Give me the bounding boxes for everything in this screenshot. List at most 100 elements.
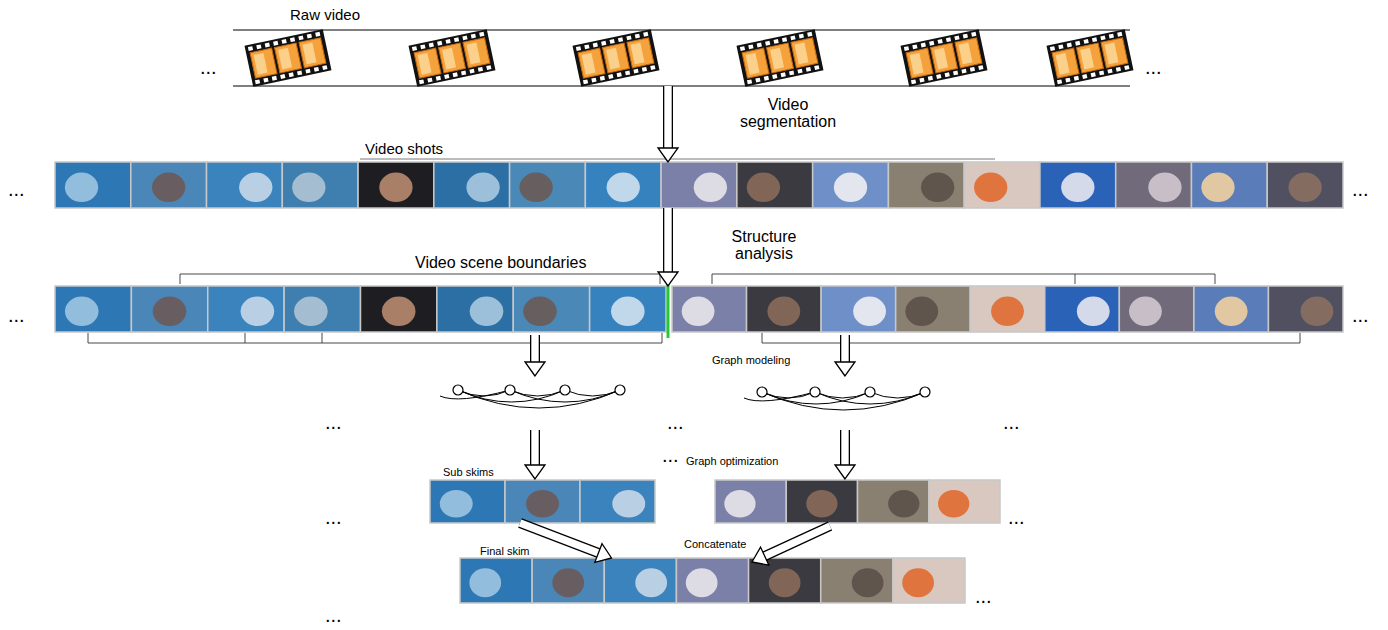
film-frame-light bbox=[770, 48, 784, 70]
film-perforation bbox=[772, 74, 777, 79]
film-frame-light bbox=[746, 53, 760, 75]
film-perforation bbox=[764, 76, 769, 81]
process-arrow bbox=[835, 430, 855, 479]
thumbnail-detail bbox=[292, 173, 325, 202]
film-base bbox=[1047, 29, 1134, 87]
thumbnail bbox=[131, 162, 207, 208]
film-perforation bbox=[591, 78, 596, 83]
thumbnail bbox=[55, 162, 131, 208]
thumbnail-detail bbox=[724, 490, 755, 518]
film-perforation bbox=[272, 76, 277, 81]
film-frame-light bbox=[278, 48, 292, 70]
thumbnail bbox=[358, 162, 434, 208]
film-perforation bbox=[305, 69, 310, 74]
edge-label-box: Structure analysis bbox=[708, 228, 820, 263]
film-perforation bbox=[248, 46, 253, 51]
film-perforation bbox=[1082, 74, 1087, 79]
thumbnail bbox=[1119, 286, 1194, 332]
film-reel-icon bbox=[409, 29, 496, 87]
film-perforation bbox=[1117, 32, 1122, 37]
label-box: ... bbox=[1352, 304, 1369, 326]
film-perforation bbox=[608, 74, 613, 79]
graph-vertex bbox=[615, 385, 625, 395]
film-perforation bbox=[601, 41, 606, 46]
film-perforation bbox=[429, 43, 434, 48]
film-perforation bbox=[963, 34, 968, 39]
graph-edge bbox=[565, 390, 620, 396]
strip-heading: Video shots bbox=[365, 141, 443, 157]
film-frame bbox=[250, 48, 277, 78]
thumbnail-detail bbox=[470, 297, 504, 326]
graph-vertex bbox=[505, 385, 515, 395]
ellipsis: ... bbox=[200, 56, 217, 78]
arrow-head bbox=[595, 544, 612, 563]
film-perforation bbox=[626, 35, 631, 40]
thumbnail-detail bbox=[440, 490, 473, 518]
film-perforation bbox=[280, 74, 285, 79]
film-frame bbox=[906, 48, 933, 78]
film-perforation bbox=[298, 35, 303, 40]
scene-boundary-marker bbox=[667, 282, 670, 338]
film-frame-light bbox=[631, 43, 645, 65]
step-label: Graph optimization bbox=[686, 455, 778, 468]
thumbnail bbox=[929, 480, 1000, 523]
film-perforation bbox=[921, 43, 926, 48]
film-perforation bbox=[1067, 43, 1072, 48]
thumbnail-detail bbox=[519, 173, 552, 202]
film-perforation bbox=[593, 43, 598, 48]
film-perforation bbox=[912, 44, 917, 49]
thumbnail bbox=[361, 286, 437, 332]
label-box: ... bbox=[1145, 56, 1162, 78]
strip-heading: Final skim bbox=[480, 545, 530, 558]
thumbnail-detail bbox=[769, 568, 801, 597]
film-perforation bbox=[297, 70, 302, 75]
thumbnail-detail bbox=[806, 490, 837, 518]
film-frame bbox=[299, 38, 326, 68]
bracket-tick bbox=[322, 333, 323, 343]
sub-skim-thumbnails bbox=[430, 480, 655, 523]
film-perforation bbox=[461, 70, 466, 75]
film-perforation bbox=[911, 79, 916, 84]
label-box: Concatenate bbox=[684, 534, 746, 552]
label-box: ... bbox=[325, 411, 342, 433]
thumbnail bbox=[207, 162, 283, 208]
film-perforation bbox=[486, 65, 491, 70]
film-perforation bbox=[315, 32, 320, 37]
thumbnail bbox=[737, 162, 813, 208]
film-frame-light bbox=[959, 43, 973, 65]
graph-edge bbox=[458, 390, 620, 408]
arrow-fill bbox=[765, 526, 830, 556]
ellipsis: ... bbox=[325, 604, 342, 626]
film-base bbox=[737, 29, 824, 87]
film-perforation bbox=[471, 34, 476, 39]
band-line bbox=[233, 86, 1130, 87]
label-box: ... bbox=[1003, 411, 1020, 433]
bracket-tick bbox=[1075, 274, 1076, 284]
thumbnail bbox=[1194, 286, 1269, 332]
shot-graph bbox=[744, 387, 930, 410]
film-perforation bbox=[263, 78, 268, 83]
film-perforation bbox=[929, 41, 934, 46]
film-perforation bbox=[1099, 70, 1104, 75]
thumbnail-detail bbox=[607, 173, 640, 202]
film-perforation bbox=[1091, 72, 1096, 77]
thumbnail bbox=[661, 162, 737, 208]
film-perforation bbox=[643, 32, 648, 37]
thumbnail-detail bbox=[239, 173, 272, 202]
film-perforation bbox=[290, 37, 295, 42]
skim-strip: Sub skims bbox=[430, 480, 655, 523]
thumbnail-detail bbox=[834, 173, 867, 202]
thumbnail bbox=[888, 162, 964, 208]
thumbnail-detail bbox=[379, 173, 412, 202]
arrow-outline bbox=[840, 430, 850, 465]
ellipsis: ... bbox=[975, 585, 992, 607]
film-perforation bbox=[781, 72, 786, 77]
thumbnail-detail bbox=[635, 568, 667, 597]
thumbnail-detail bbox=[938, 490, 969, 518]
scene-strip: Video scene boundaries bbox=[55, 286, 1343, 332]
graph-vertex bbox=[560, 385, 570, 395]
thumbnail-detail bbox=[523, 297, 557, 326]
film-perforation bbox=[618, 37, 623, 42]
label-box: ... bbox=[975, 585, 992, 607]
graph-vertex bbox=[865, 387, 875, 397]
